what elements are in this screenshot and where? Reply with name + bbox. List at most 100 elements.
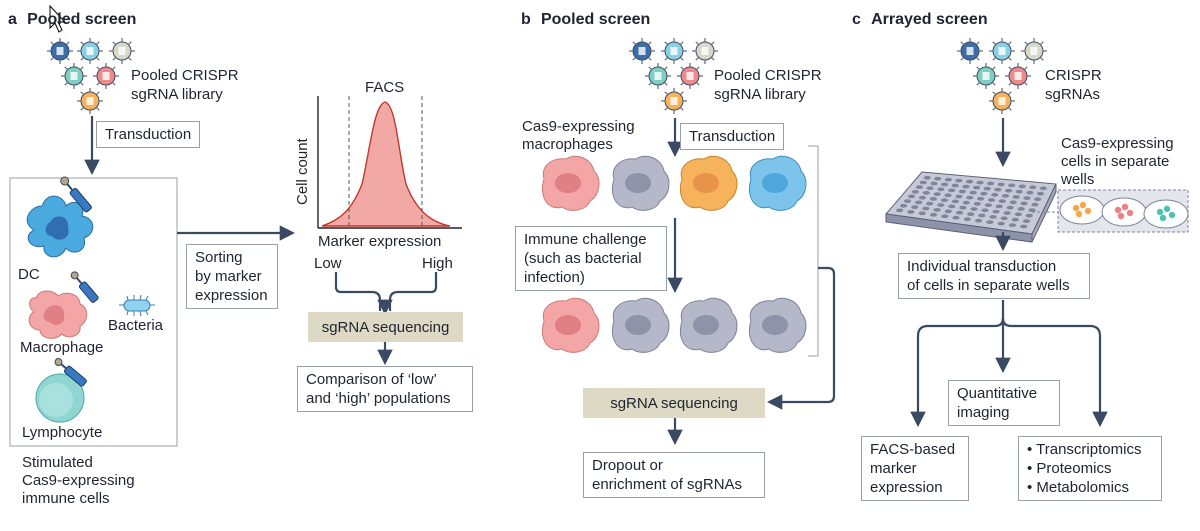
plate-well: [998, 199, 1006, 204]
panel-b-virus-cluster: [628, 37, 719, 115]
lymphocyte-label: Lymphocyte: [22, 424, 103, 441]
plate-well: [944, 177, 953, 182]
panel-a-heading: a Pooled screen: [8, 10, 136, 29]
plate-well: [994, 187, 1002, 192]
plate-well: [922, 191, 930, 195]
plate-well: [1017, 207, 1025, 211]
plate-well: [907, 210, 915, 214]
plate-well: [900, 203, 908, 208]
plate-well: [1011, 217, 1020, 222]
macrophage-cell: [28, 271, 99, 339]
dropout-line-2: enrichment of sgRNAs: [592, 476, 743, 493]
cas9-macrophages-label-1: Cas9-expressing: [522, 118, 635, 135]
panel-b-library-label-2: sgRNA library: [714, 86, 806, 103]
cell-count-axis-label: Cell count: [294, 138, 311, 205]
plate-well: [951, 199, 960, 204]
plate-well: [922, 206, 930, 211]
panel-a-sgrna-sequencing: sgRNA sequencing: [308, 312, 463, 342]
panel-c-library-label-1: CRISPR: [1045, 67, 1102, 84]
plate-well: [915, 185, 924, 190]
plate-well: [1020, 201, 1028, 206]
plate-well: [929, 212, 938, 217]
plate-well: [967, 212, 975, 217]
plate-well: [1025, 213, 1033, 218]
plate-well: [930, 181, 938, 186]
plate-well: [1009, 200, 1017, 205]
plate-well: [1028, 208, 1036, 213]
low-label: Low: [314, 255, 342, 272]
stimulated-label-1: Stimulated: [22, 454, 93, 471]
cas9-cells-label-3: wells: [1061, 171, 1095, 188]
plate-well: [948, 204, 956, 209]
plate-well: [941, 182, 949, 187]
quantitative-line-1: Quantitative: [957, 385, 1038, 402]
plate-well: [991, 192, 999, 197]
plate-well: [1029, 185, 1037, 190]
individual-line-1: Individual transduction: [907, 258, 1057, 275]
plate-well: [969, 190, 977, 195]
immune-challenge-line-3: infection): [524, 269, 585, 286]
plate-well: [919, 180, 927, 185]
plate-well: [1012, 195, 1020, 199]
plate-well: [1020, 224, 1028, 229]
plate-well: [997, 182, 1005, 187]
panel-a-merge-arrows: [334, 272, 438, 316]
plate-well: [977, 196, 985, 201]
plate-well: [1000, 216, 1008, 221]
facs-histogram: [317, 96, 462, 229]
sorting-line-2: by marker: [195, 268, 262, 285]
plate-well: [1008, 183, 1016, 188]
plate-well: [992, 209, 1000, 214]
plate-well: [903, 199, 912, 204]
dc-cell: [26, 176, 94, 258]
plate-well: [1003, 211, 1011, 215]
plate-well: [978, 213, 986, 218]
panel-c-heading: c Arrayed screen: [852, 10, 988, 29]
individual-line-2: of cells in separate wells: [907, 277, 1070, 294]
plate-well: [973, 202, 981, 206]
plate-well: [1006, 205, 1014, 210]
dropout-line-1: Dropout or: [592, 457, 663, 474]
panel-c-letter: c: [852, 11, 861, 28]
omics-line-1: • Transcriptomics: [1027, 441, 1142, 458]
plate-well: [1008, 223, 1017, 228]
plate-well: [1026, 190, 1034, 195]
plate-well: [962, 184, 970, 189]
plate-well: [976, 180, 984, 185]
omics-line-2: • Proteomics: [1027, 460, 1112, 477]
plate-well: [986, 220, 994, 225]
plate-well: [1036, 191, 1045, 196]
panel-b-transduction-box: Transduction: [680, 123, 785, 150]
dc-label: DC: [18, 266, 40, 283]
plate-well: [944, 209, 952, 214]
comparison-line-1: Comparison of ‘low’: [306, 371, 437, 388]
plate-well: [929, 197, 938, 201]
plate-well: [987, 181, 995, 186]
plate-well: [907, 194, 916, 199]
plate-well: [959, 205, 967, 210]
plate-well: [1039, 186, 1047, 191]
plate-well: [958, 189, 967, 194]
plate-well: [926, 201, 934, 206]
panel-a-library-label-1: Pooled CRISPR: [131, 67, 239, 84]
plate-well: [1034, 197, 1042, 202]
panel-b-library-label-1: Pooled CRISPR: [714, 67, 822, 84]
plate-well: [918, 211, 926, 216]
plate-well: [962, 200, 970, 205]
panel-b-sgrna-sequencing: sgRNA sequencing: [583, 388, 765, 418]
plate-well: [1015, 189, 1023, 194]
quantitative-line-2: imaging: [957, 404, 1010, 421]
immune-challenge-box: Immune challenge (such as bacterial infe…: [515, 226, 667, 291]
plate-well: [997, 221, 1005, 226]
panel-b-heading: b Pooled screen: [521, 10, 650, 29]
panel-b-cells-row1: [541, 155, 807, 211]
plate-well: [896, 208, 904, 213]
panel-b-letter: b: [521, 11, 531, 28]
panel-a-title: Pooled screen: [27, 11, 137, 28]
sorting-box: Sorting by marker expression: [186, 244, 278, 309]
immune-challenge-line-2: (such as bacterial: [524, 250, 642, 267]
plate-well: [980, 191, 988, 196]
high-label: High: [422, 255, 453, 272]
facs-based-box: FACS-based marker expression: [861, 436, 969, 501]
comparison-line-2: and ‘high’ populations: [306, 390, 451, 407]
